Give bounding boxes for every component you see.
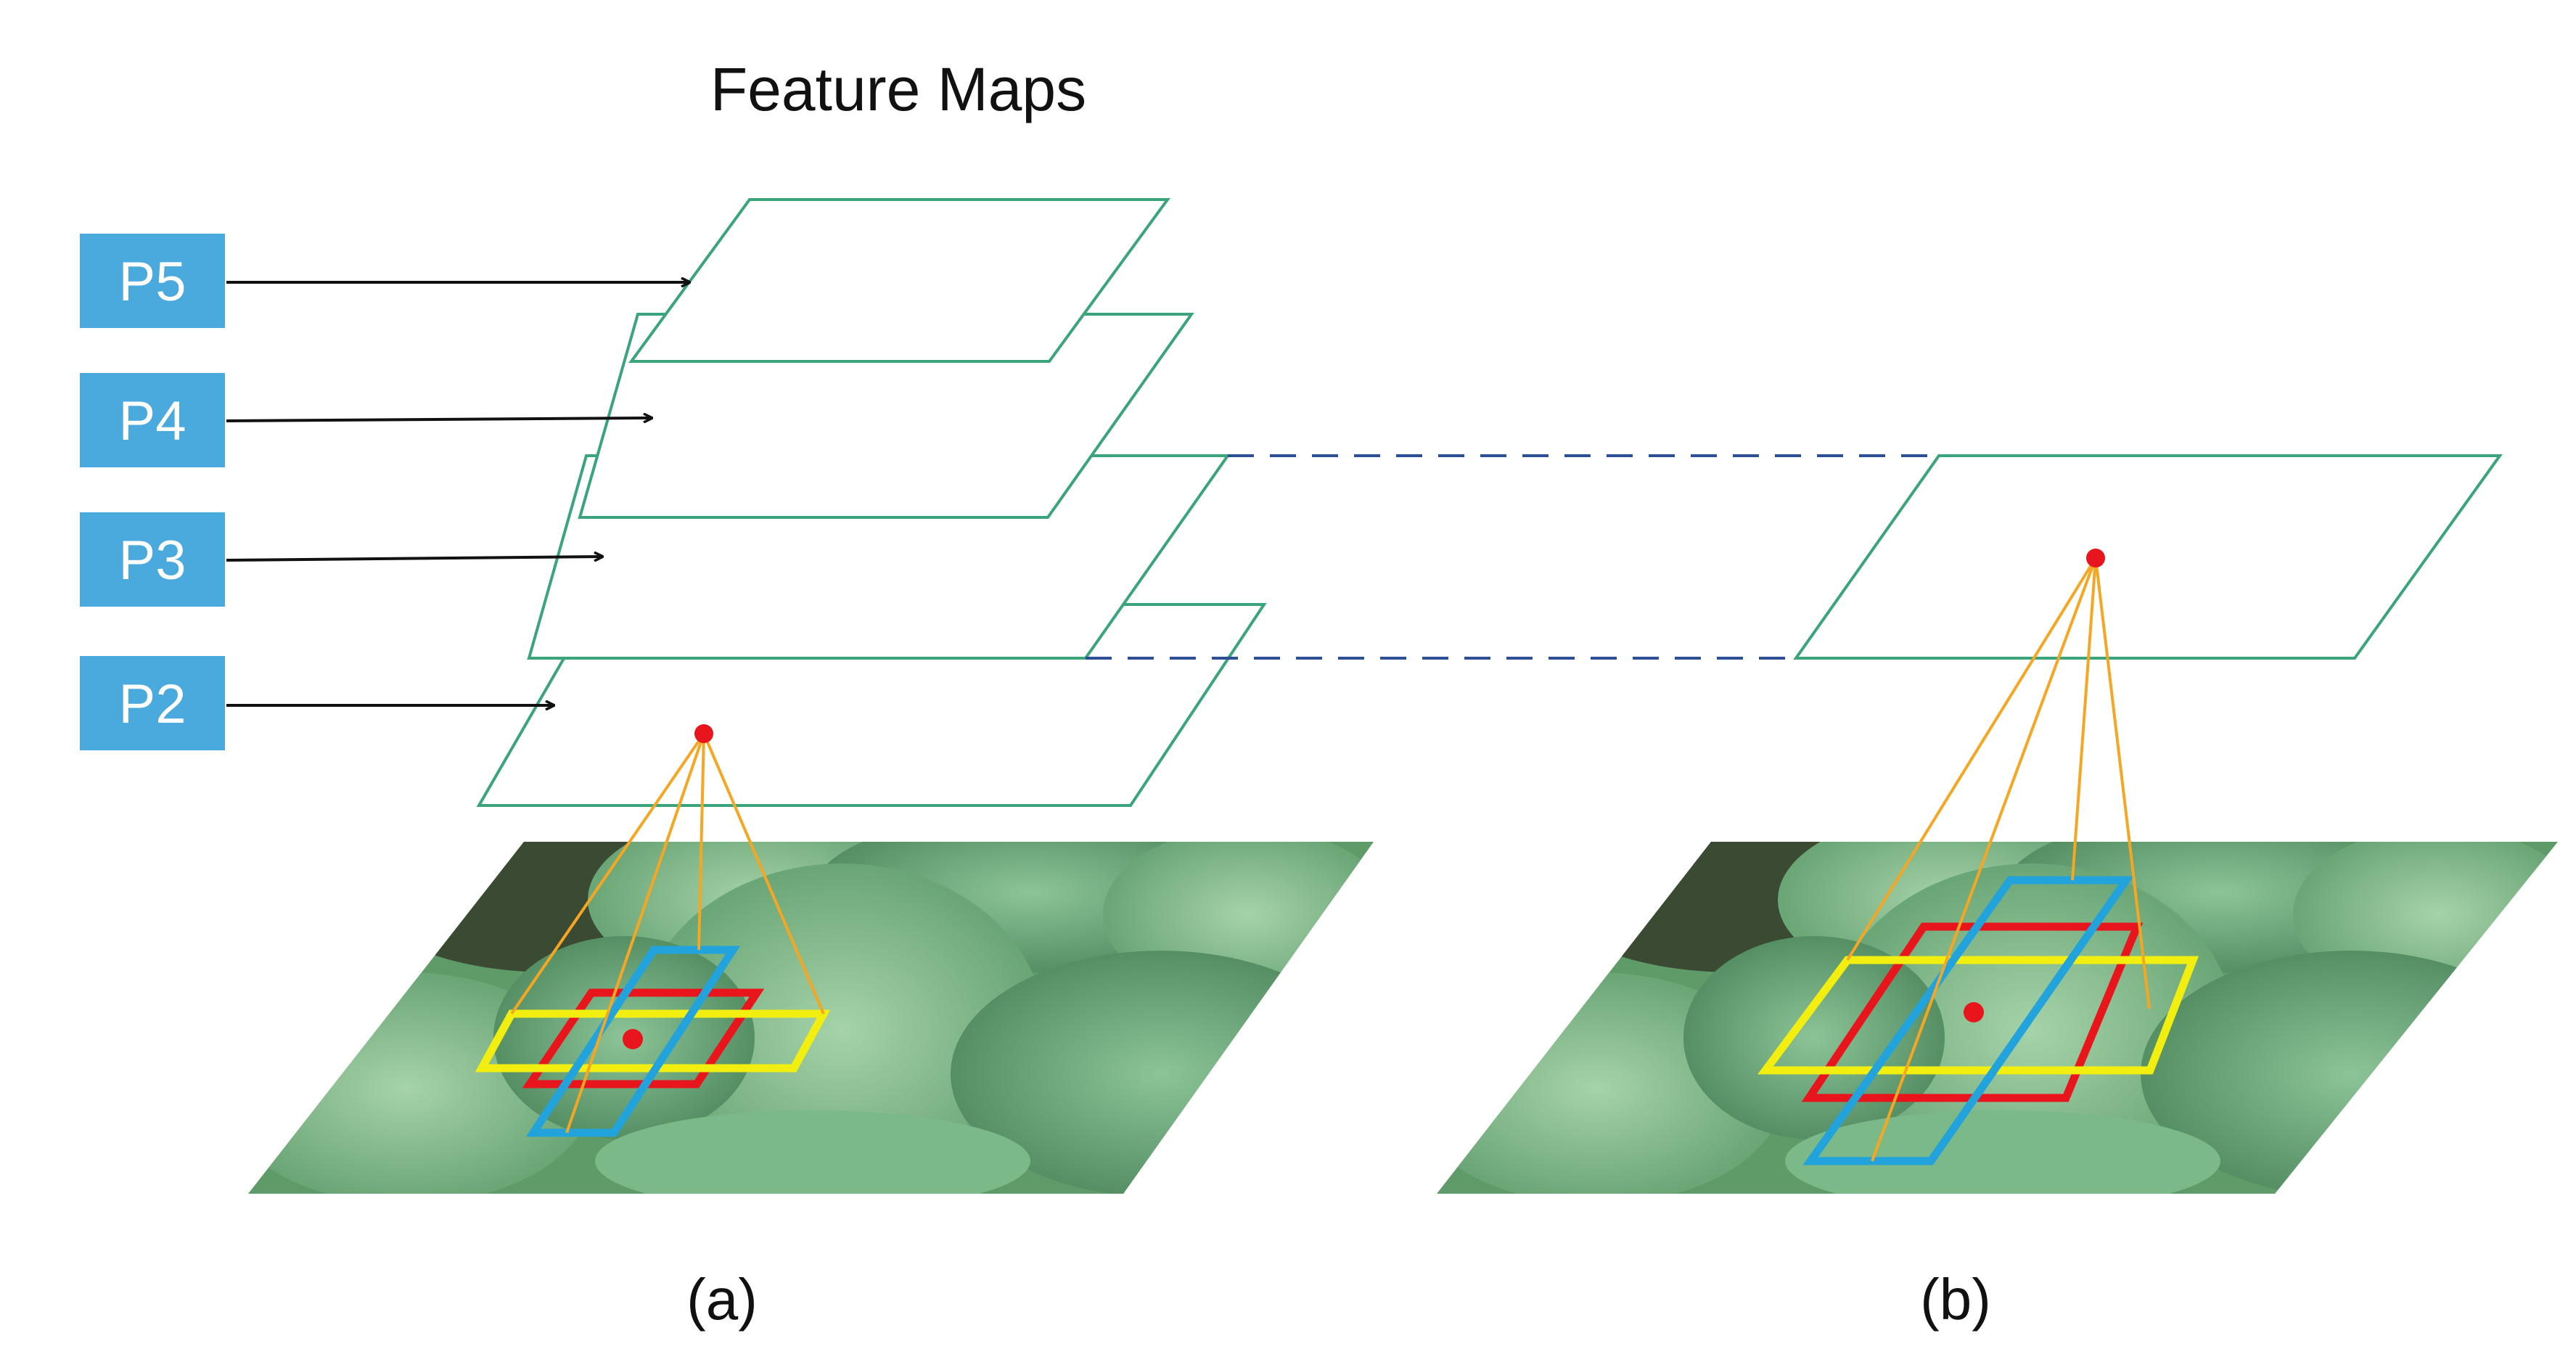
anchor-box-blue-a [525, 946, 741, 1137]
red-dot-icon [2086, 549, 2105, 567]
feature-map-p5 [628, 198, 1170, 363]
red-dot-icon [1964, 1002, 1984, 1022]
panel-caption-a: (a) [686, 1267, 758, 1332]
level-label-text: P2 [119, 673, 186, 735]
anchor-box-red-b [1801, 922, 2144, 1102]
level-label-text: P3 [119, 530, 186, 591]
projection-lines-a [510, 732, 825, 1133]
level-label-p2: P2 [80, 656, 225, 750]
anchor-box-blue-b [1802, 876, 2134, 1165]
level-label-p5: P5 [80, 234, 225, 328]
red-dot-icon [694, 724, 713, 743]
anchor-box-yellow-b [1757, 956, 2199, 1075]
level-label-p3: P3 [80, 512, 225, 607]
leaf-image-b [1437, 842, 2558, 1194]
anchor-box-yellow-a [475, 1009, 831, 1073]
feature-map-selected [1793, 454, 2503, 660]
level-label-text: P5 [119, 251, 186, 313]
right-arrow-icon [226, 557, 602, 560]
level-label-p4: P4 [80, 373, 225, 467]
right-arrow-icon [226, 418, 652, 421]
page-title: Feature Maps [710, 55, 1086, 123]
projection-lines-b [1846, 557, 2151, 1162]
level-label-text: P4 [119, 390, 186, 452]
panel-caption-b: (b) [1920, 1267, 1991, 1332]
red-dot-icon [623, 1029, 643, 1049]
